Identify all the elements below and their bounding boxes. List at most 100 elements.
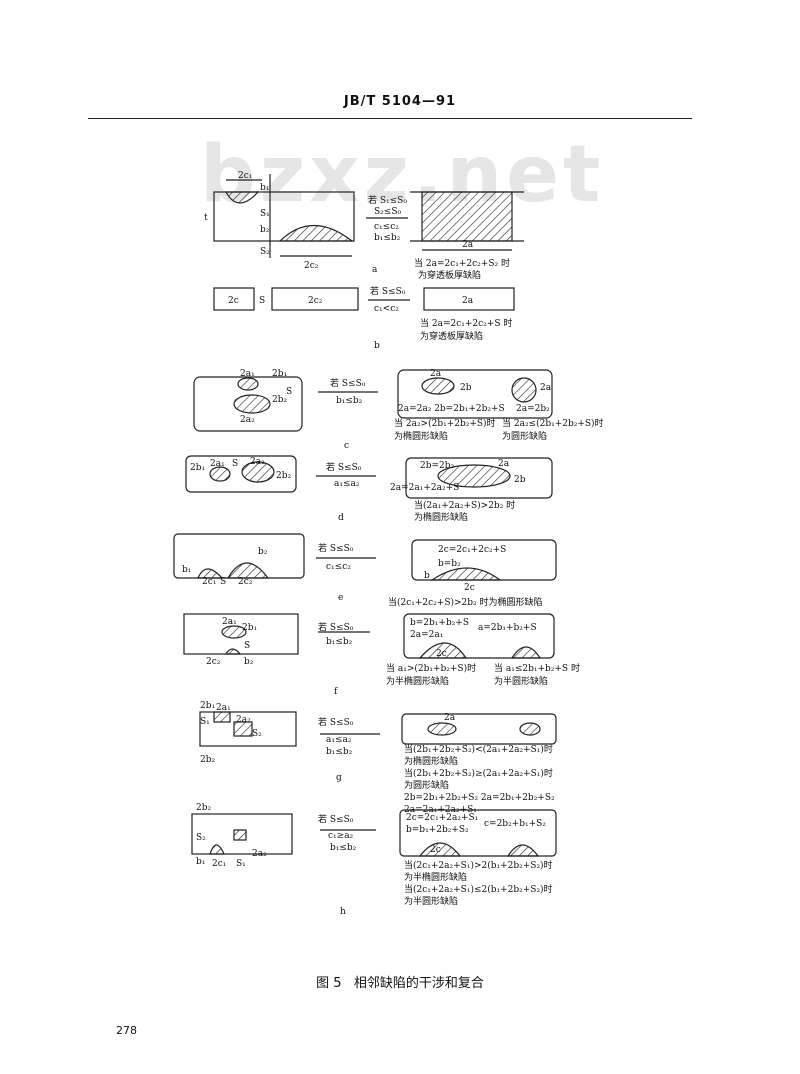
fig-label-panels-h-letter: h: [340, 907, 346, 917]
fig-label-panels-d-cond-1: a₁≤a₂: [334, 479, 360, 489]
panel-d: 2b₁ 2a₁ S 2a₂ 2b₂ 2a 2b 若 S≤S₀ a₁≤a₂ 2b=…: [185, 455, 553, 523]
fig-label-panels-g-cond-1: a₁≤a₂: [326, 735, 352, 745]
fig-label-panels-f-eq: b=2b₁+b₂+S: [410, 618, 469, 628]
fig-label-panels-g-cond-0: 若 S≤S₀: [318, 716, 354, 728]
fig-label-panels-f-notes-0: 当 a₁>(2b₁+b₂+S)时: [386, 662, 476, 674]
fig-label-panels-e-labels-rb: b: [424, 571, 430, 581]
fig-label-panels-c-labels-s: S: [286, 387, 292, 397]
fig-label-panels-h-eq3: c=2b₂+b₁+S₂: [484, 819, 546, 829]
letter-b: b: [374, 341, 380, 351]
figure-caption: 图 5 相邻缺陷的干涉和复合: [0, 972, 800, 991]
fig-label-panels-f-eq2: 2a=2a₁: [410, 630, 443, 640]
fig-label-panels-d-notes-0: 当(2a₁+2a₂+S)>2b₂ 时: [414, 499, 515, 511]
fig-label-panels-d-labels-b1: 2b₁: [190, 463, 205, 473]
cond-b-1: c₁<c₂: [374, 304, 399, 314]
fig-label-panels-f-cond-0: 若 S≤S₀: [318, 621, 354, 633]
fig-label-panels-d-letter: d: [338, 513, 344, 523]
label-a-c2: 2c₂: [304, 261, 319, 271]
panel-b: 2c S 2c₂ 2a 若 S≤S₀ c₁<c₂ 当 2a=2c₁+2c₂+S …: [213, 285, 515, 351]
note-a-0: 当 2a=2c₁+2c₂+S₂ 时: [414, 257, 510, 269]
fig-label-panels-g-labels-b1: 2b₁: [200, 701, 215, 711]
panel-h: 2b₂ S₂ b₁ 2c₁ S₁ 2a₂ 2c 若 S≤S₀ c₁≥a₂ b₁≤…: [191, 803, 557, 917]
fig-label-panels-h-notes-3: 为半圆形缺陷: [404, 895, 458, 907]
fig-label-panels-d-labels-a2: 2a₂: [250, 457, 265, 467]
letter-a: a: [372, 265, 378, 275]
fig-label-panels-h-cond-2: b₁≤b₂: [330, 843, 357, 853]
panel-g: 2b₁ 2a₁ S₁ 2a₂ 2b₂ S₂ 2a 若 S≤S₀ a₁≤a₂ b₁…: [199, 701, 557, 815]
label-b-c2: 2c₂: [308, 296, 323, 306]
label-a-t: t: [204, 213, 208, 223]
fig-label-panels-f-labels-a1: 2a₁: [222, 617, 237, 627]
fig-label-panels-f-labels-c2: 2c₂: [206, 657, 221, 667]
fig-label-panels-c-notes-1: 为椭圆形缺陷: [394, 430, 448, 442]
fig-label-panels-c-labels-b2: 2b₂: [272, 395, 287, 405]
figure-title: 相邻缺陷的干涉和复合: [353, 976, 484, 991]
fig-label-panels-c-labels-rb: 2b: [460, 383, 472, 393]
fig-label-panels-f-letter: f: [334, 687, 338, 697]
panel-a: 2c₁ 2c₂ b₁ b₂ S₁ S₂ t 2a 若 S₁≤S₀ S₂≤S₀ c…: [204, 171, 524, 281]
fig-label-panels-e-labels-c2: 2c₂: [238, 577, 253, 587]
fig-label-panels-c-eq2: 2a=2b₂: [516, 404, 550, 414]
fig-label-panels-d-labels-b2: 2b₂: [276, 471, 291, 481]
fig-label-panels-d-labels-rb: 2b: [514, 475, 526, 485]
result-a: [421, 191, 513, 242]
fig-label-panels-d-labels-s: S: [232, 459, 238, 469]
fig-label-panels-h-labels-b1: b₁: [196, 857, 205, 867]
fig-label-panels-g-labels-ra: 2a: [444, 713, 456, 723]
fig-label-panels-h-labels-a2: 2a₂: [252, 849, 267, 859]
fig-label-panels-e-letter: e: [338, 593, 343, 603]
fig-label-panels-h-labels-c1: 2c₁: [212, 859, 226, 869]
label-b-s: S: [259, 296, 265, 306]
panel-c: 2a₁ 2a₂ 2b₁ 2b₂ S 2a 2b 2a 若 S≤S₀ b₁≤b₂ …: [193, 369, 604, 451]
page-number: 278: [116, 1024, 137, 1037]
fig-label-panels-e-labels-s: S: [220, 577, 226, 587]
fig-label-panels-h-labels-s1: S₁: [236, 859, 246, 869]
fig-label-panels-d-labels-ra: 2a: [498, 459, 510, 469]
cond-a-2: c₁≤c₂: [374, 222, 399, 232]
label-a-c1: 2c₁: [238, 171, 252, 181]
fig-label-panels-c-labels-ra2: 2a: [540, 383, 552, 393]
note-b-0: 当 2a=2c₁+2c₂+S 时: [420, 317, 512, 329]
fig-label-panels-e-eq: 2c=2c₁+2c₂+S: [438, 545, 506, 555]
page-header: JB/T 5104—91: [343, 94, 457, 109]
fig-label-panels-e-labels-rc: 2c: [464, 583, 475, 593]
label-a-b1: b₁: [260, 183, 269, 193]
fig-label-panels-f-eq3: a=2b₁+b₂+S: [478, 623, 537, 633]
fig-label-panels-d-notes-1: 为椭圆形缺陷: [414, 511, 468, 523]
fig-label-panels-c-labels-a2: 2a₂: [240, 415, 255, 425]
defect-a2: [278, 224, 354, 242]
watermark: bzxz.net: [200, 130, 605, 220]
fig-label-panels-f-labels-b1: 2b₁: [242, 623, 257, 633]
fig-label-panels-f-notes-2: 当 a₁≤2b₁+b₂+S 时: [494, 662, 580, 674]
fig-label-panels-g-labels-a1: 2a₁: [216, 703, 231, 713]
label-a-s1: S₁: [260, 209, 270, 219]
fig-label-panels-h-eq2: b=b₁+2b₂+S₂: [406, 825, 469, 835]
fig-label-panels-h-labels-s2: S₂: [196, 833, 206, 843]
fig-label-panels-f-labels-s: S: [244, 641, 250, 651]
panel-e: b₁ 2c₁ S 2c₂ b₂ b 2c 若 S≤S₀ c₁≤c₂ 2c=2c₁…: [173, 533, 557, 608]
fig-label-panels-h-notes-1: 为半椭圆形缺陷: [404, 871, 467, 883]
figure-number: 图 5: [316, 976, 342, 991]
fig-label-panels-c-letter: c: [344, 441, 349, 451]
fig-label-panels-g-notes-3: 为圆形缺陷: [404, 779, 449, 791]
fig-label-panels-g-labels-a2: 2a₂: [236, 715, 251, 725]
label-a-res: 2a: [462, 240, 474, 250]
cond-b-0: 若 S≤S₀: [370, 285, 406, 297]
fig-label-panels-f-notes-3: 为半圆形缺陷: [494, 675, 548, 687]
fig-label-panels-c-labels-ra: 2a: [430, 369, 442, 379]
fig-label-panels-c-notes-3: 为圆形缺陷: [502, 430, 547, 442]
fig-label-panels-g-notes-0: 当(2b₁+2b₂+S₂)<(2a₁+2a₂+S₁)时: [404, 743, 553, 755]
label-b-c1: 2c: [228, 296, 239, 306]
label-a-b2: b₂: [260, 225, 270, 235]
cond-a-1: S₂≤S₀: [374, 207, 401, 217]
cond-a-3: b₁≤b₂: [374, 233, 401, 243]
fig-label-panels-f-labels-b2: b₂: [244, 657, 254, 667]
fig-label-panels-c-labels-a1: 2a₁: [240, 369, 255, 379]
label-b-res: 2a: [462, 296, 474, 306]
fig-label-panels-e-labels-c1: 2c₁: [202, 577, 216, 587]
fig-label-panels-e-cond-0: 若 S≤S₀: [318, 542, 354, 554]
fig-label-panels-d-cond-0: 若 S≤S₀: [326, 461, 362, 473]
note-a-1: 为穿透板厚缺陷: [418, 269, 481, 281]
fig-label-panels-h-labels-rc: 2c: [430, 845, 441, 855]
